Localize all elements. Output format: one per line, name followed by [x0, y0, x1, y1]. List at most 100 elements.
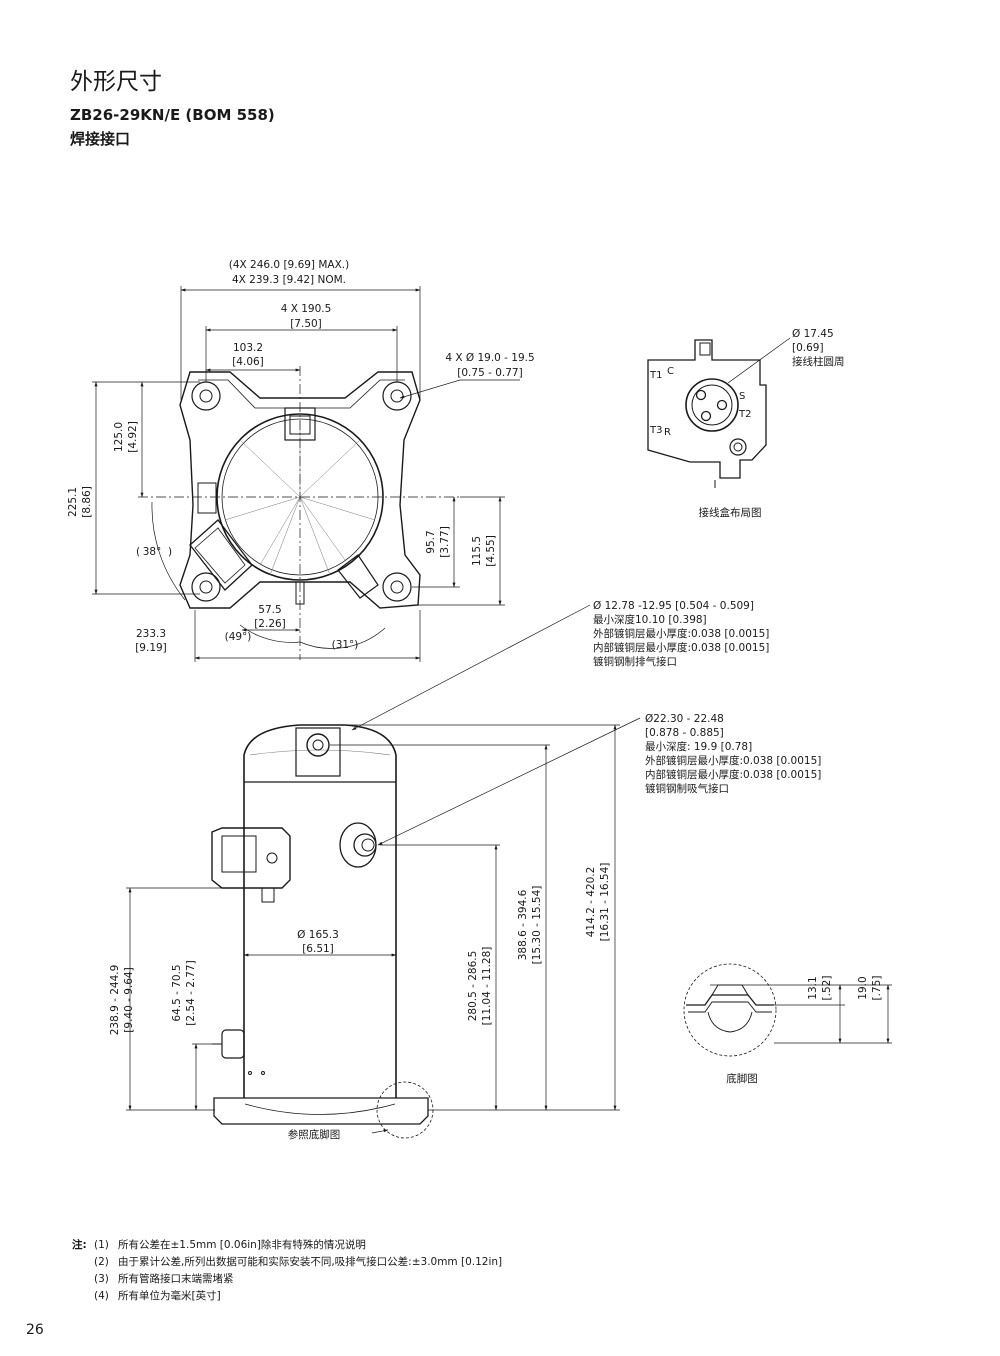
dim-64-in-label: [2.54 - 2.77] — [185, 960, 197, 1025]
dim-125-in-label: [4.92] — [127, 421, 139, 453]
angle-31-label: (31°) — [332, 639, 359, 651]
suction-callout: Ø22.30 - 22.48 [0.878 - 0.885] 最小深度: 19.… — [377, 713, 821, 846]
suction-line-5: 内部镀铜层最小厚度:0.038 [0.0015] — [645, 768, 821, 781]
dim-388-in-label: [15.30 - 15.54] — [531, 886, 543, 965]
hole-dia-label: 4 X Ø 19.0 - 19.5 — [445, 352, 534, 364]
dim-95-label: 95.7 — [425, 530, 437, 553]
foot-detail — [683, 963, 892, 1057]
foot-ref-label: 参照底脚图 — [288, 1128, 341, 1141]
overall-nom-label: 4X 239.3 [9.42] NOM. — [232, 274, 346, 286]
terminal-dia-label: Ø 17.45 — [792, 328, 834, 340]
terminal-pin — [695, 389, 707, 401]
dim-115-label: 115.5 — [471, 536, 483, 566]
dim-414-in-label: [16.31 - 16.54] — [599, 863, 611, 942]
angle-49-label: (49°) — [225, 631, 252, 643]
dim-388-label: 388.6 - 394.6 — [517, 889, 529, 960]
body-dia-label: Ø 165.3 — [297, 929, 339, 941]
suction-port-side — [339, 822, 377, 868]
dim-57-label: 57.5 — [258, 604, 281, 616]
terminal-box-top — [189, 519, 253, 591]
discharge-line-1: Ø 12.78 -12.95 [0.504 - 0.509] — [593, 600, 754, 612]
discharge-line-3: 外部镀铜层最小厚度:0.038 [0.0015] — [593, 627, 769, 640]
mount-hole — [191, 572, 221, 602]
terminal-box-caption: 接线盒布局图 — [699, 506, 762, 519]
note-4: 所有单位为毫米[英寸] — [118, 1290, 221, 1302]
terminal-s: S — [739, 391, 745, 402]
page-number: 26 — [26, 1322, 44, 1338]
terminal-box-side — [211, 827, 291, 889]
suction-line-6: 镀铜钢制吸气接口 — [645, 782, 729, 795]
note-1: 所有公差在±1.5mm [0.06in]除非有特殊的情况说明 — [118, 1239, 366, 1251]
terminal-t3: T3 — [649, 425, 662, 436]
terminal-pin — [716, 399, 728, 411]
dim-95-in-label: [3.77] — [439, 526, 451, 558]
dim-125-label: 125.0 — [113, 422, 125, 452]
mount-hole — [382, 572, 412, 602]
note-2: 由于累计公差,所列出数据可能和实际安装不同,吸排气接口公差:±3.0mm [0.… — [118, 1256, 503, 1268]
connection-subtitle: 焊接接口 — [70, 130, 131, 148]
dim-19-label: 19.0 — [857, 976, 869, 999]
offset-in-label: [4.06] — [232, 356, 264, 368]
top-view-labels: (4X 246.0 [9.69] MAX.) 4X 239.3 [9.42] N… — [67, 259, 535, 654]
terminal-t2: T2 — [738, 409, 751, 420]
terminal-t1: T1 — [649, 370, 662, 381]
discharge-line-2: 最小深度10.10 [0.398] — [593, 613, 707, 626]
dim-238-label: 238.9 - 244.9 — [109, 965, 121, 1036]
page-title: 外形尺寸 — [70, 69, 162, 95]
foot-caption: 底脚图 — [726, 1072, 758, 1085]
dim-13-in-label: [.52] — [821, 976, 833, 1001]
suction-port-top — [337, 554, 379, 599]
oil-port — [221, 1029, 245, 1059]
base-side — [213, 1097, 429, 1125]
foot-detail-labels: 13.1 [.52] 19.0 [.75] 底脚图 — [726, 976, 883, 1085]
offset-label: 103.2 — [233, 342, 263, 354]
notes-label: 注: — [72, 1239, 87, 1251]
terminal-circle — [685, 378, 739, 432]
note-4-num: (4) — [94, 1290, 109, 1302]
discharge-callout: Ø 12.78 -12.95 [0.504 - 0.509] 最小深度10.10… — [351, 600, 769, 731]
notes: 注: (1) 所有公差在±1.5mm [0.06in]除非有特殊的情况说明 (2… — [72, 1237, 502, 1305]
dim-280-label: 280.5 - 286.5 — [467, 951, 479, 1022]
discharge-port-side — [295, 727, 341, 777]
dim-280-in-label: [11.04 - 11.28] — [481, 947, 493, 1026]
overall-max-label: (4X 246.0 [9.69] MAX.) — [229, 259, 349, 271]
dim-233-in-label: [9.19] — [135, 642, 167, 654]
suction-line-2: [0.878 - 0.885] — [645, 727, 724, 739]
side-view-labels: Ø 165.3 [6.51] 238.9 - 244.9 [9.40 - 9.6… — [109, 863, 611, 1141]
svg-text:(: ( — [136, 546, 140, 558]
terminal-dia-note: 接线柱圆周 — [792, 355, 845, 368]
mount-hole — [191, 381, 221, 411]
dim-225-label: 225.1 — [67, 487, 79, 517]
shell-side — [243, 724, 397, 1098]
terminal-dia-in-label: [0.69] — [792, 342, 824, 354]
hole-dia-in-label: [0.75 - 0.77] — [457, 367, 522, 379]
dim-13-label: 13.1 — [807, 976, 819, 999]
angle-38-label: 38° — [143, 546, 162, 558]
bolt-spacing-in-label: [7.50] — [290, 318, 322, 330]
terminal-pin — [700, 410, 712, 422]
dim-414-label: 414.2 - 420.2 — [585, 867, 597, 938]
terminal-c: C — [667, 366, 674, 377]
dim-238-in-label: [9.40 - 9.64] — [123, 967, 135, 1032]
note-3-num: (3) — [94, 1273, 109, 1285]
side-view — [211, 724, 434, 1139]
body-dia-in-label: [6.51] — [302, 943, 334, 955]
note-1-num: (1) — [94, 1239, 109, 1251]
terminal-r: R — [664, 427, 671, 438]
note-3: 所有管路接口末端需堵紧 — [118, 1273, 234, 1285]
dim-233-label: 233.3 — [136, 628, 166, 640]
suction-line-3: 最小深度: 19.9 [0.78] — [645, 740, 752, 753]
note-2-num: (2) — [94, 1256, 109, 1268]
model-subtitle: ZB26-29KN/E (BOM 558) — [70, 106, 275, 124]
dim-19-in-label: [.75] — [871, 976, 883, 1001]
dim-115-in-label: [4.55] — [485, 535, 497, 567]
dim-57-in-label: [2.26] — [254, 618, 286, 630]
bolt-spacing-label: 4 X 190.5 — [281, 303, 332, 315]
discharge-line-4: 内部镀铜层最小厚度:0.038 [0.0015] — [593, 641, 769, 654]
terminal-box-view — [647, 337, 791, 488]
suction-line-4: 外部镀铜层最小厚度:0.038 [0.0015] — [645, 754, 821, 767]
discharge-line-5: 镀铜钢制排气接口 — [593, 655, 677, 668]
suction-line-1: Ø22.30 - 22.48 — [645, 713, 724, 725]
dim-64-label: 64.5 - 70.5 — [171, 964, 183, 1021]
